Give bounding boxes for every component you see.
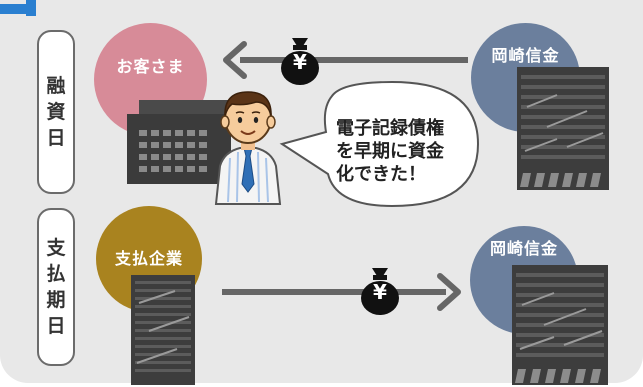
step-mark-icon [0, 0, 46, 16]
yen-symbol: ¥ [293, 50, 307, 74]
row-label-char: 日 [46, 127, 66, 150]
office-building-icon [127, 100, 231, 184]
row-label-char: 日 [46, 315, 66, 338]
customer-label: お客さま [116, 57, 185, 76]
row-label-financing-day: 融 資 日 [37, 30, 75, 194]
arrow-left-icon [223, 41, 468, 79]
money-bag-icon [281, 38, 319, 85]
payer-label: 支払企業 [114, 249, 183, 268]
speech-bubble [279, 80, 480, 208]
row-label-char: 融 [46, 74, 66, 97]
row-label-char: 資 [46, 100, 66, 123]
bank-building-icon [512, 265, 608, 385]
speech-line: を早期に資金 [336, 141, 444, 162]
speech-line: 電子記録債権 [336, 118, 444, 139]
bank-label: 岡崎信金 [491, 46, 560, 65]
bank-building-icon [517, 67, 609, 190]
speech-text: 電子記録債権 を早期に資金 化できた！ [336, 117, 476, 186]
row-label-char: 支 [46, 236, 66, 259]
arrow-right-icon [222, 273, 461, 311]
row-label-char: 期 [46, 289, 66, 311]
row-label-char: 払 [46, 262, 66, 285]
businessman-icon [214, 91, 282, 205]
row-label-payment-due-date: 支 払 期 日 [37, 208, 75, 366]
speech-line: 化できた！ [336, 164, 426, 185]
bank-label: 岡崎信金 [489, 239, 558, 258]
payer-building-icon [131, 275, 195, 385]
money-bag-icon [361, 268, 399, 315]
yen-symbol: ¥ [373, 280, 387, 304]
